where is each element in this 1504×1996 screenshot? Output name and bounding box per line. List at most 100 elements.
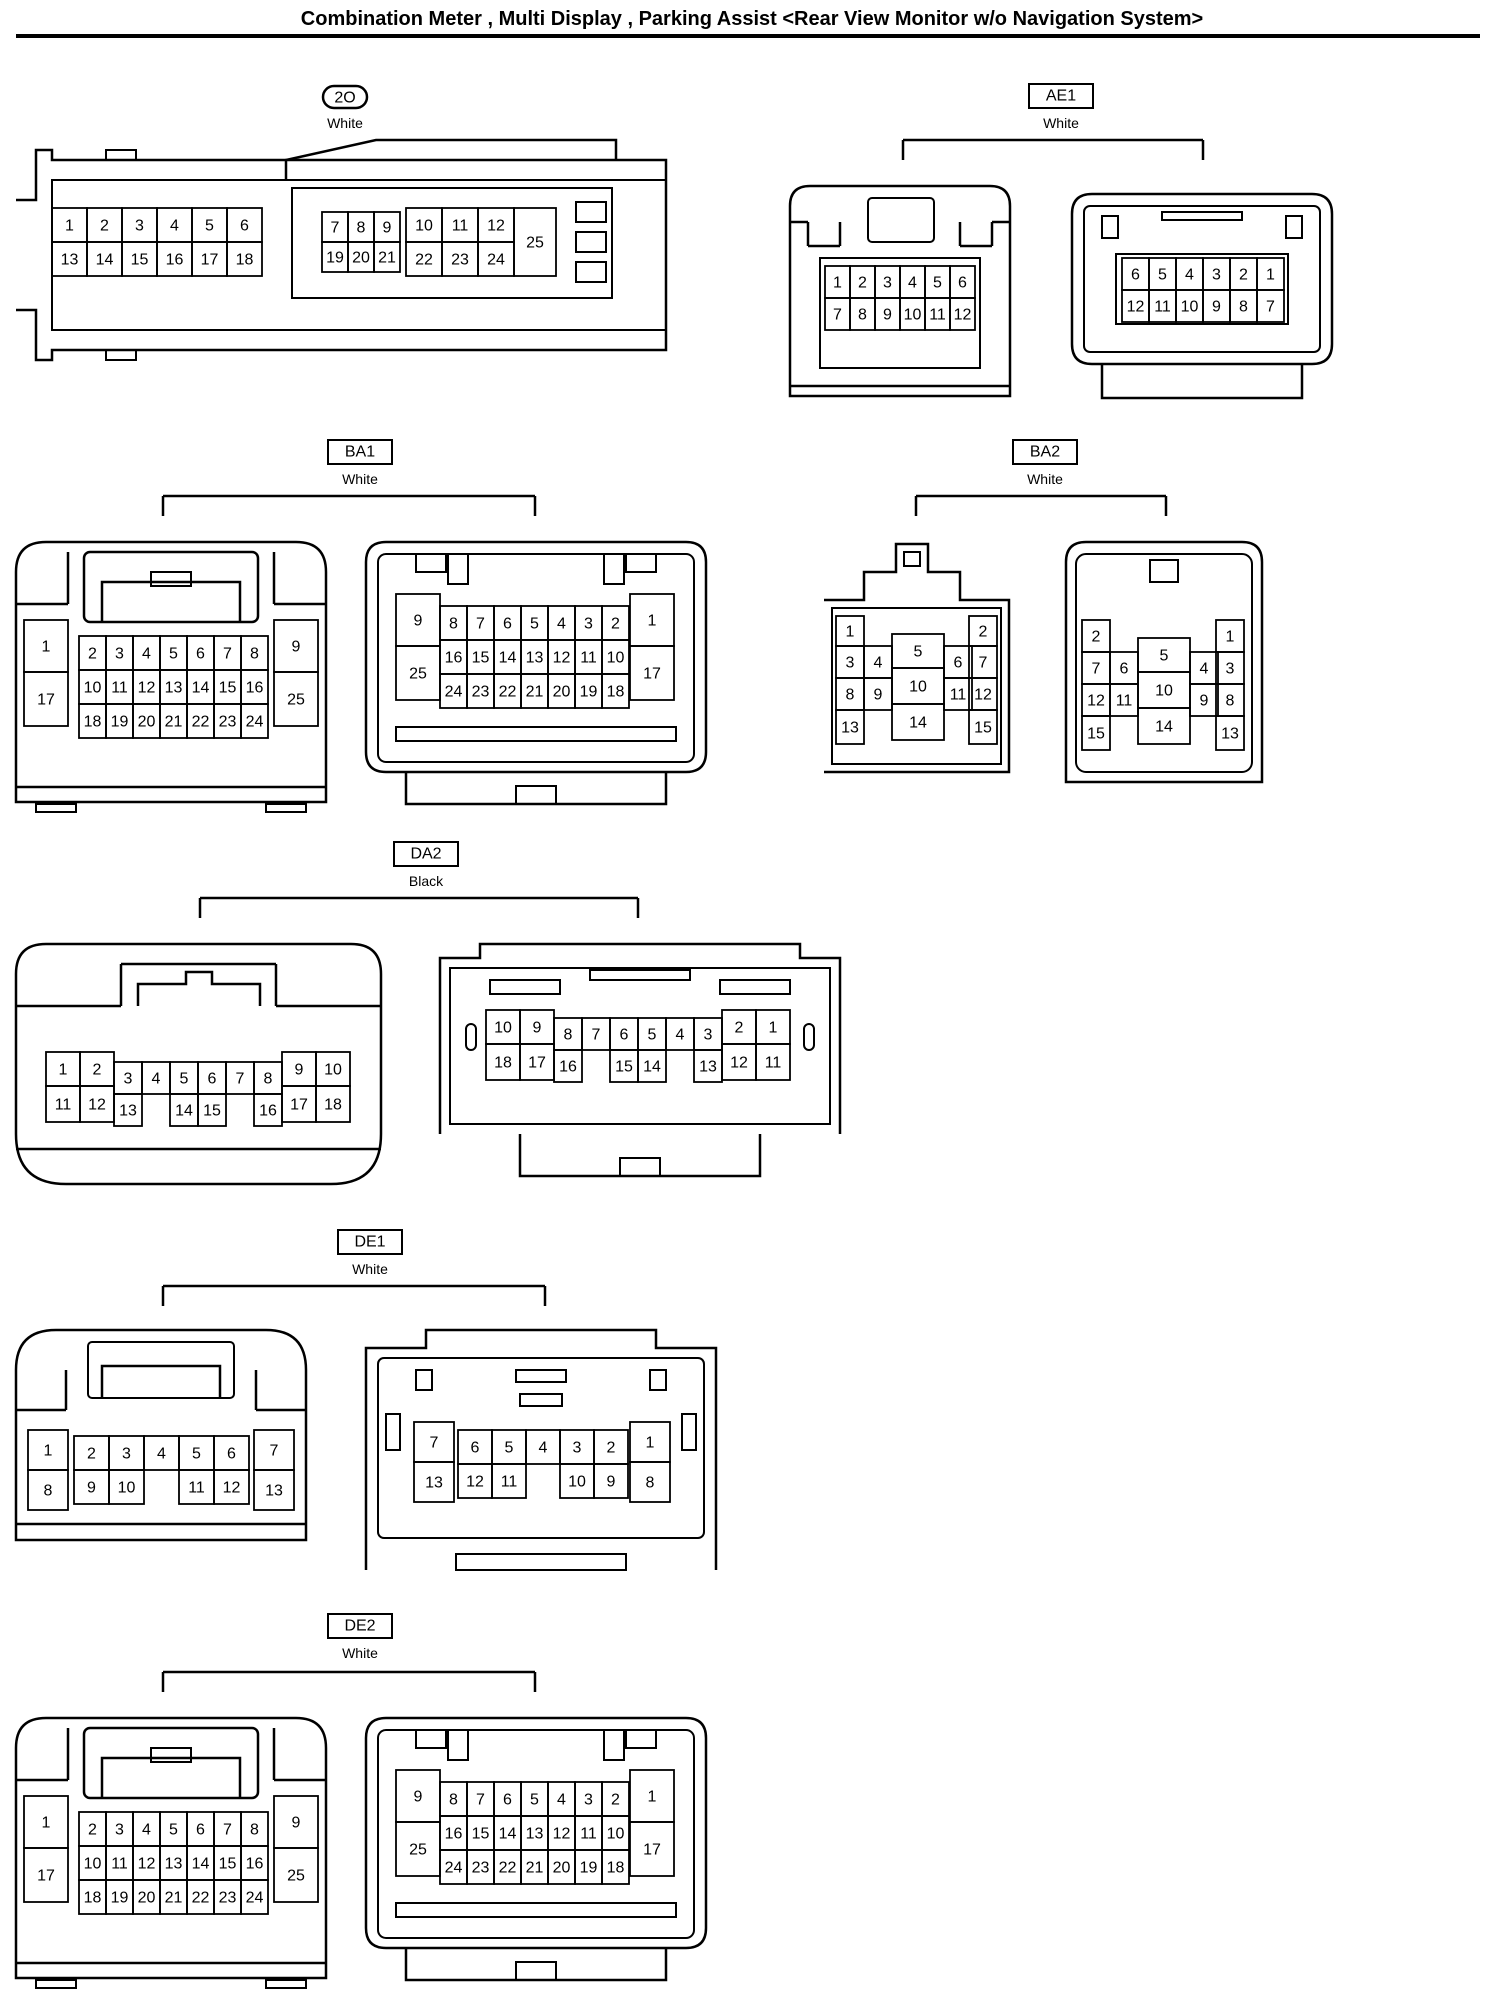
pin-number: 20 [553,684,571,701]
pin-number: 2 [607,1440,616,1457]
pin-number: 17 [643,1842,661,1859]
pin-number: 1 [42,639,51,656]
pin-number: 13 [61,252,79,269]
housing-outline [377,553,695,763]
pin-cell [943,677,973,711]
pin-number: 9 [533,1020,542,1037]
pin-number: 6 [240,218,249,235]
pin-number: 11 [501,1474,518,1491]
pin-number: 13 [165,680,183,697]
pin-number: 7 [833,307,842,324]
pin-number: 2 [611,1792,620,1809]
pin-number: 12 [730,1055,748,1072]
pin-number: 14 [499,1826,517,1843]
pin-number: 6 [227,1446,236,1463]
pin-number: 9 [1200,693,1209,710]
pin-number: 2 [979,624,988,641]
key-slot [603,1729,625,1761]
pin-number: 14 [192,680,210,697]
pin-number: 3 [122,1446,131,1463]
pin-number: 12 [1087,693,1105,710]
housing-outline [449,967,831,1125]
pin-number: 23 [219,1890,237,1907]
pin-number: 10 [494,1020,512,1037]
pin-number: 3 [115,646,124,663]
pin-number: 8 [846,687,855,704]
pin-number: 16 [445,1826,463,1843]
pin-number: 11 [580,650,597,667]
pin-number: 4 [1185,267,1194,284]
connector-id-badge [393,841,459,867]
pin-number: 5 [648,1027,657,1044]
pin-cell [27,1469,69,1511]
foot-outline [265,1979,307,1989]
pin-number: 7 [430,1435,439,1452]
housing-outline [1064,540,1264,784]
pin-number: 10 [415,218,433,235]
pin-cell [601,1849,630,1885]
key-slot [1101,215,1119,239]
pin-number: 3 [573,1440,582,1457]
connector-id-badge [337,1229,403,1255]
pin-cell [1189,683,1219,717]
pin-number: 16 [445,650,463,667]
pin-number: 18 [607,684,625,701]
pin-number: 8 [1239,299,1248,316]
pin-number: 4 [539,1440,548,1457]
pin-number: 9 [414,613,423,630]
pin-number: 7 [223,1822,232,1839]
housing-outline [831,607,1002,765]
pin-number: 19 [326,250,344,267]
housing-outline [364,540,708,774]
pin-number: 6 [1131,267,1140,284]
foot-outline [404,1948,668,1982]
pin-number: 2 [735,1020,744,1037]
pin-cell [1215,715,1245,751]
pin-number: 21 [526,1860,544,1877]
pin-number: 8 [564,1027,573,1044]
pin-number: 7 [979,655,988,672]
pin-number: 14 [175,1103,193,1120]
key-slot [395,1902,677,1918]
latch-outline [100,1756,242,1798]
pin-number: 17 [290,1097,308,1114]
pin-cell [226,241,263,277]
pin-cell [513,207,557,277]
pin-number: 10 [1155,683,1173,700]
pin-number: 25 [409,666,427,683]
key-slot [625,1729,657,1749]
pin-number: 18 [607,1860,625,1877]
pin-number: 4 [557,616,566,633]
key-slot [415,1729,447,1749]
pin-number: 24 [445,684,463,701]
pin-number: 3 [124,1071,133,1088]
pin-number: 4 [142,1822,151,1839]
key-slot [395,726,677,742]
pin-number: 24 [445,1860,463,1877]
pin-cell [1256,289,1285,323]
pin-number: 18 [494,1055,512,1072]
key-slot [447,553,469,585]
pin-number: 1 [59,1062,68,1079]
foot-outline [35,803,77,813]
page-title: Combination Meter , Multi Display , Park… [300,8,1204,30]
pin-number: 24 [246,714,264,731]
pin-number: 1 [648,613,657,630]
pin-number: 3 [584,1792,593,1809]
pin-number: 23 [472,1860,490,1877]
pin-cell [113,1093,143,1127]
pin-number: 1 [65,218,74,235]
connector-id-badge [327,439,393,465]
pin-number: 14 [1155,719,1173,736]
pin-number: 25 [287,692,305,709]
key-slot [575,261,607,283]
pin-number: 9 [883,307,892,324]
pin-number: 6 [471,1440,480,1457]
pin-number: 3 [584,616,593,633]
pin-number: 9 [1212,299,1221,316]
pin-number: 5 [180,1071,189,1088]
pin-number: 5 [530,616,539,633]
pin-number: 8 [1226,693,1235,710]
connector-color: White [1043,115,1079,131]
pin-number: 14 [192,1856,210,1873]
